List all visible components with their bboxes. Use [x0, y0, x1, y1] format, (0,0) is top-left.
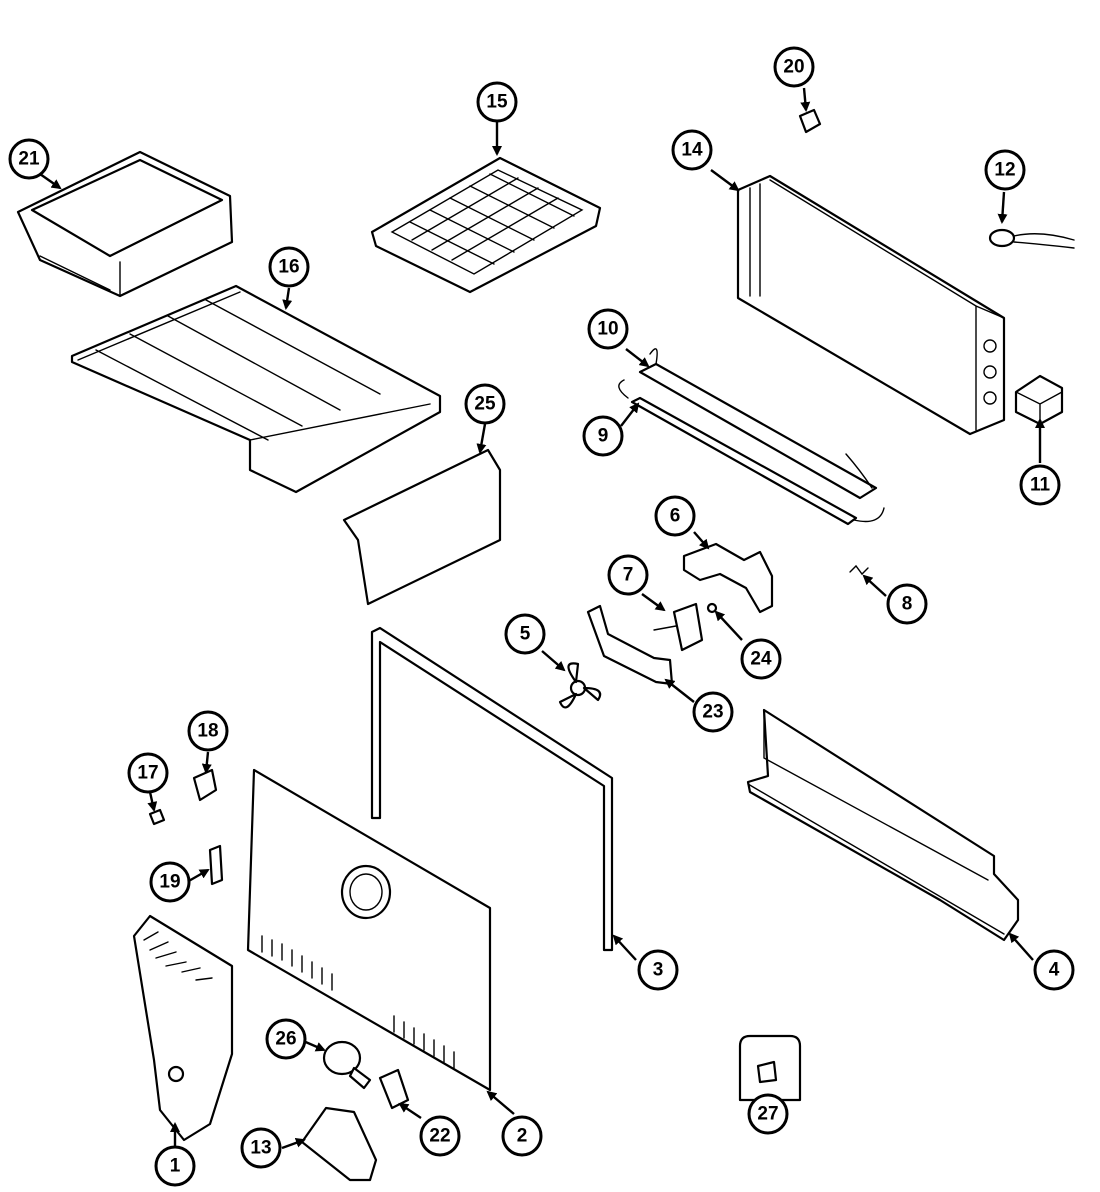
svg-text:16: 16: [278, 257, 299, 278]
svg-text:7: 7: [623, 565, 634, 586]
svg-text:8: 8: [902, 594, 913, 615]
part-14-evaporator: [736, 174, 1006, 436]
part-13-light-shield: [300, 1106, 378, 1182]
callout-1: 1: [154, 1145, 196, 1187]
part-23-motor-bracket: [586, 604, 674, 686]
part-11-block: [1014, 374, 1064, 426]
svg-text:14: 14: [681, 140, 703, 161]
svg-text:15: 15: [486, 92, 508, 113]
callout-25: 25: [464, 383, 506, 425]
svg-text:18: 18: [197, 721, 218, 742]
svg-text:2: 2: [517, 1126, 528, 1147]
svg-text:10: 10: [597, 319, 618, 340]
callout-18: 18: [187, 710, 229, 752]
svg-text:6: 6: [670, 506, 681, 527]
callout-12: 12: [984, 149, 1026, 191]
callout-10: 10: [587, 308, 629, 350]
callout-5: 5: [504, 613, 546, 655]
part-20-cap: [798, 108, 822, 134]
svg-text:20: 20: [783, 57, 804, 78]
callout-6: 6: [654, 495, 696, 537]
part-12-thermostat: [988, 228, 1075, 249]
callout-24: 24: [740, 638, 782, 680]
svg-text:26: 26: [275, 1029, 296, 1050]
svg-text:22: 22: [429, 1126, 450, 1147]
part-27-parts-bag: [738, 1034, 802, 1102]
part-16-wire-shelf: [70, 284, 442, 494]
svg-text:4: 4: [1049, 960, 1060, 981]
part-15-ice-tray: [370, 156, 602, 294]
part-24-grommet: [706, 602, 718, 614]
callout-15: 15: [476, 81, 518, 123]
callout-22: 22: [419, 1115, 461, 1157]
part-19-clip: [208, 844, 224, 886]
part-26-light-bulb: [322, 1040, 372, 1090]
callout-8: 8: [886, 583, 928, 625]
callout-23: 23: [692, 691, 734, 733]
callout-26: 26: [265, 1018, 307, 1060]
callout-20: 20: [773, 46, 815, 88]
callout-19: 19: [149, 861, 191, 903]
part-1-control-housing: [132, 914, 234, 1142]
svg-text:5: 5: [520, 624, 531, 645]
callout-16: 16: [268, 246, 310, 288]
part-17-screw: [148, 808, 166, 826]
callout-14: 14: [671, 129, 713, 171]
part-3-gasket: [370, 626, 614, 952]
callout-11: 11: [1019, 464, 1061, 506]
part-22-socket: [378, 1068, 410, 1110]
svg-text:11: 11: [1030, 475, 1051, 496]
callout-27: 27: [747, 1093, 789, 1135]
part-10-defrost-channel: [638, 348, 878, 500]
svg-text:9: 9: [598, 426, 609, 447]
callout-7: 7: [607, 554, 649, 596]
part-7-fan-motor: [653, 602, 704, 652]
svg-text:13: 13: [250, 1138, 271, 1159]
svg-text:12: 12: [994, 160, 1015, 181]
part-5-fan-blade: [558, 662, 602, 709]
callout-13: 13: [240, 1127, 282, 1169]
part-8-clip: [849, 564, 869, 576]
svg-text:27: 27: [757, 1104, 778, 1125]
svg-text:19: 19: [159, 872, 180, 893]
part-18-knob: [192, 768, 218, 802]
callout-21: 21: [8, 138, 50, 180]
part-6-bracket: [682, 542, 774, 614]
svg-text:24: 24: [750, 649, 772, 670]
callout-4: 4: [1033, 949, 1075, 991]
part-4-drip-tray: [746, 708, 1020, 942]
svg-text:17: 17: [137, 763, 158, 784]
svg-text:3: 3: [653, 960, 664, 981]
svg-text:21: 21: [18, 149, 40, 170]
part-2-rear-panel: [246, 768, 492, 1092]
part-21-crisper-pan: [16, 150, 234, 298]
leader-lines: [39, 87, 1045, 1150]
svg-text:25: 25: [474, 394, 496, 415]
callout-3: 3: [637, 949, 679, 991]
svg-text:1: 1: [170, 1156, 181, 1177]
callout-17: 17: [127, 752, 169, 794]
part-9-defrost-heater: [618, 379, 885, 526]
svg-text:23: 23: [702, 702, 723, 723]
callout-9: 9: [582, 415, 624, 457]
callout-2: 2: [501, 1115, 543, 1157]
part-25-freezer-shelf-front: [342, 448, 502, 606]
